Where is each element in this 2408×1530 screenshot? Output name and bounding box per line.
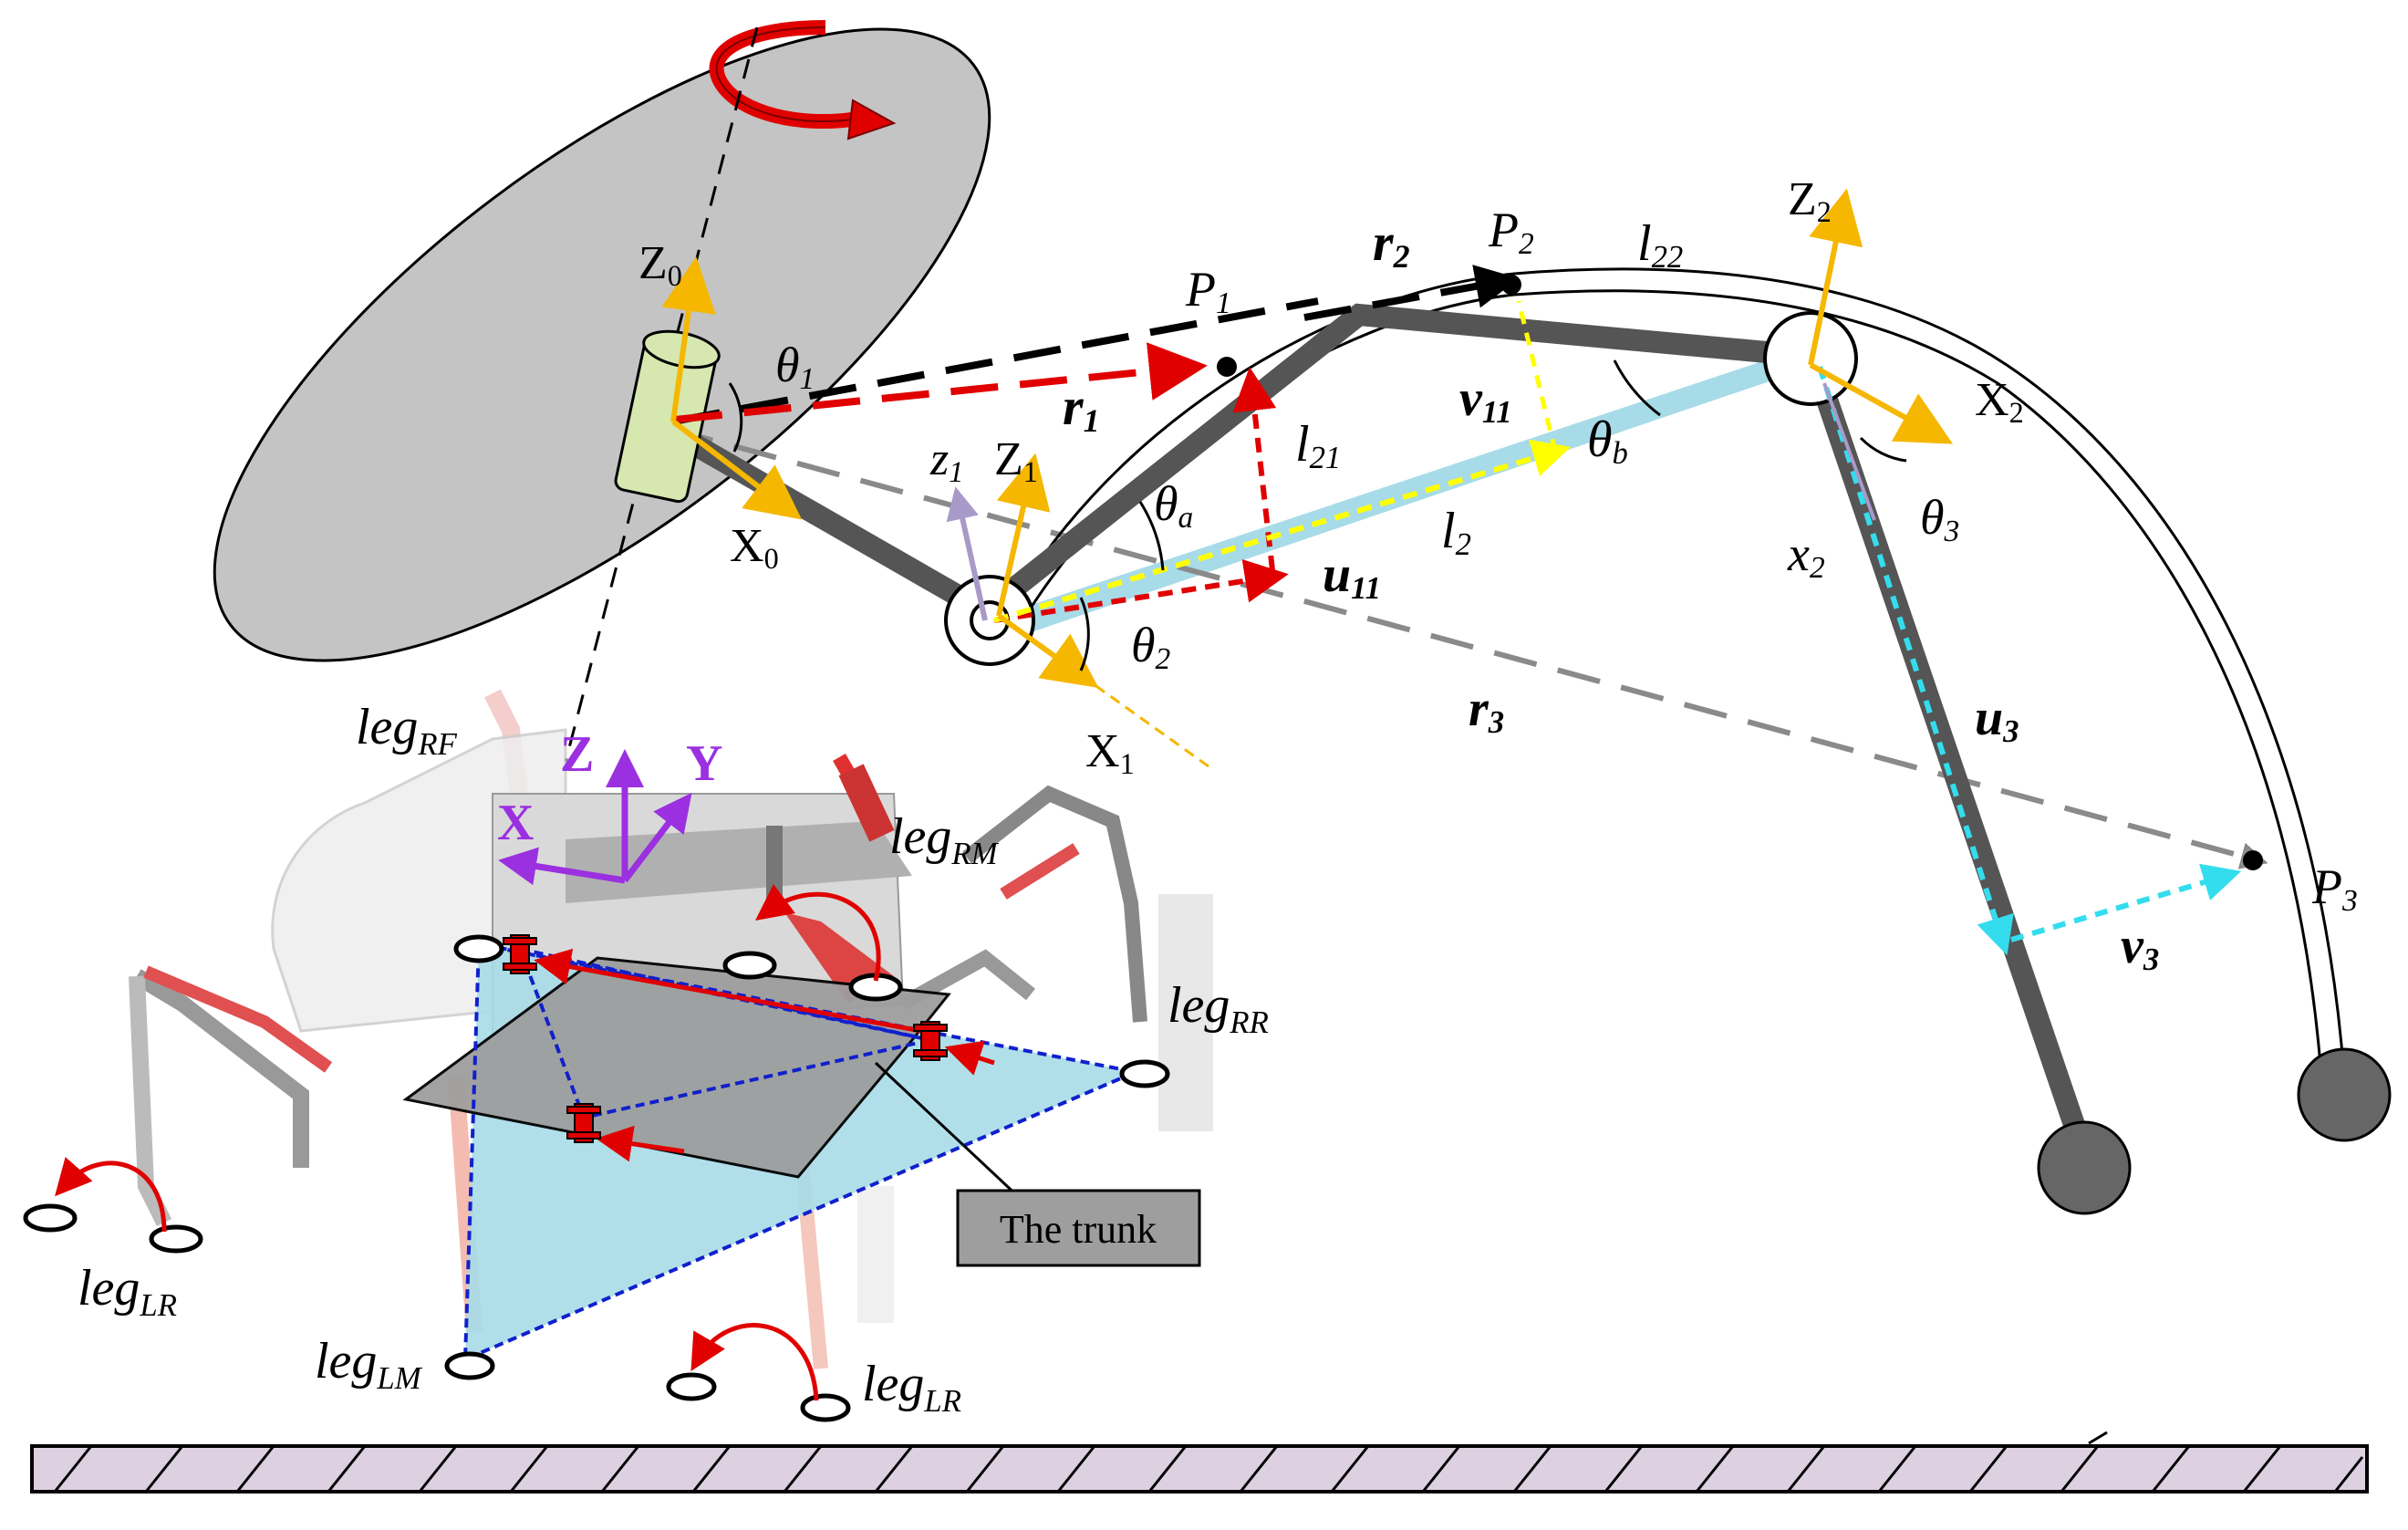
z0-label: Z [638, 237, 668, 289]
leg-rf-label: legRF [356, 699, 458, 762]
thetab-label: θ [1587, 411, 1613, 468]
x2-small-axis [1822, 382, 1876, 521]
foot-contacts [23, 934, 1170, 1422]
rotation-arrow-icon [709, 20, 897, 141]
l2-label: l [1441, 503, 1456, 559]
p1-label: P [1185, 262, 1216, 317]
trunk-label-box [956, 1189, 1201, 1267]
svg-text:r3: r3 [1469, 681, 1504, 740]
svg-text:l2: l2 [1441, 503, 1471, 562]
v11-vector [993, 439, 1572, 623]
svg-text:P2: P2 [1488, 203, 1534, 261]
theta1-label: θ [775, 338, 800, 392]
z2-label: Z [1788, 173, 1817, 225]
body-x-label: X [497, 795, 534, 851]
svg-text:r2: r2 [1373, 213, 1410, 275]
svg-text:z1: z1 [929, 433, 963, 488]
x0-label: X [730, 520, 764, 572]
z1-small-axis [946, 486, 988, 621]
yellow-vertical [1516, 300, 1558, 453]
svg-text:Z2: Z2 [1788, 173, 1832, 228]
labels: Z0 X0 θ1 r1 P1 r2 P2 l22 Z2 X2 v11 l21 θ… [78, 173, 2358, 1419]
hip-disk [213, 27, 991, 662]
r2-vector [1303, 265, 1520, 321]
svg-text:Z1: Z1 [994, 433, 1038, 488]
leg-rr-label: legRR [1168, 977, 1269, 1040]
body-y-label: Y [686, 735, 722, 792]
svg-text:u11: u11 [1323, 546, 1381, 606]
u11-label: u [1323, 546, 1351, 603]
v3-label: v [2121, 918, 2144, 974]
svg-text:r1: r1 [1063, 377, 1100, 439]
theta3-label: θ [1920, 490, 1945, 545]
point-p3 [2243, 850, 2263, 870]
svg-text:l22: l22 [1637, 215, 1683, 275]
point-p2 [1501, 275, 1521, 295]
svg-text:v11: v11 [1459, 370, 1512, 430]
svg-text:θa: θa [1154, 476, 1193, 535]
point-p1 [1217, 357, 1237, 377]
theta2-label: θ [1131, 618, 1156, 672]
svg-text:θb: θb [1587, 411, 1628, 471]
x1-axis-dashed [1080, 673, 1209, 768]
svg-text:X0: X0 [730, 520, 779, 575]
theta1-dashed [672, 297, 1319, 425]
r1-label: r [1063, 377, 1084, 436]
u3-vector [1817, 366, 2014, 956]
svg-text:P1: P1 [1185, 262, 1231, 320]
foot-knob-left [2037, 1120, 2132, 1215]
angle-arcs [728, 359, 1907, 671]
l22-label: l [1637, 215, 1652, 272]
svg-text:l21: l21 [1295, 416, 1341, 475]
r3-label: r [1469, 681, 1489, 737]
ground-plate [30, 1431, 2369, 1494]
svg-text:θ1: θ1 [775, 338, 815, 396]
svg-text:θ3: θ3 [1920, 490, 1959, 548]
r3-vector [669, 426, 2268, 869]
r1-vector [674, 342, 1208, 423]
leg-lr-label: legLR [78, 1260, 177, 1323]
svg-text:X2: X2 [1975, 374, 2024, 429]
leg-rm-label: legRM [889, 808, 1000, 871]
svg-text:Z0: Z0 [638, 237, 682, 292]
z1-small-label: z [929, 433, 949, 485]
svg-text:u3: u3 [1975, 690, 2019, 749]
p3-label: P [2311, 859, 2342, 914]
svg-text:θ2: θ2 [1131, 618, 1170, 676]
v11-label: v [1459, 370, 1483, 427]
trunk-label: The trunk [1000, 1207, 1157, 1252]
u3-label: u [1975, 690, 2003, 746]
x1-label: X [1085, 725, 1120, 777]
foot-knob-right [2297, 1047, 2392, 1142]
thetaa-label: θ [1154, 476, 1178, 531]
svg-text:X1: X1 [1085, 725, 1135, 780]
r2-label: r [1373, 213, 1394, 272]
x2-small-label: x [1787, 526, 1810, 581]
svg-text:x2: x2 [1787, 526, 1825, 585]
hexapod-robot [23, 689, 1213, 1422]
frame-axes [661, 188, 1953, 689]
leg-lr2-label: legLR [862, 1356, 961, 1419]
svg-text:v3: v3 [2121, 918, 2159, 977]
hip-joint-cylinder [614, 329, 721, 504]
body-z-label: Z [560, 726, 594, 783]
p2-label: P [1488, 203, 1519, 257]
l21-label: l [1295, 416, 1310, 473]
z1-label: Z [994, 433, 1023, 485]
leg-lm-label: legLM [315, 1333, 423, 1396]
hip-markers [503, 934, 948, 1143]
svg-text:P3: P3 [2311, 859, 2358, 918]
v3-vector [2010, 863, 2242, 942]
x2-label: X [1975, 374, 2009, 426]
